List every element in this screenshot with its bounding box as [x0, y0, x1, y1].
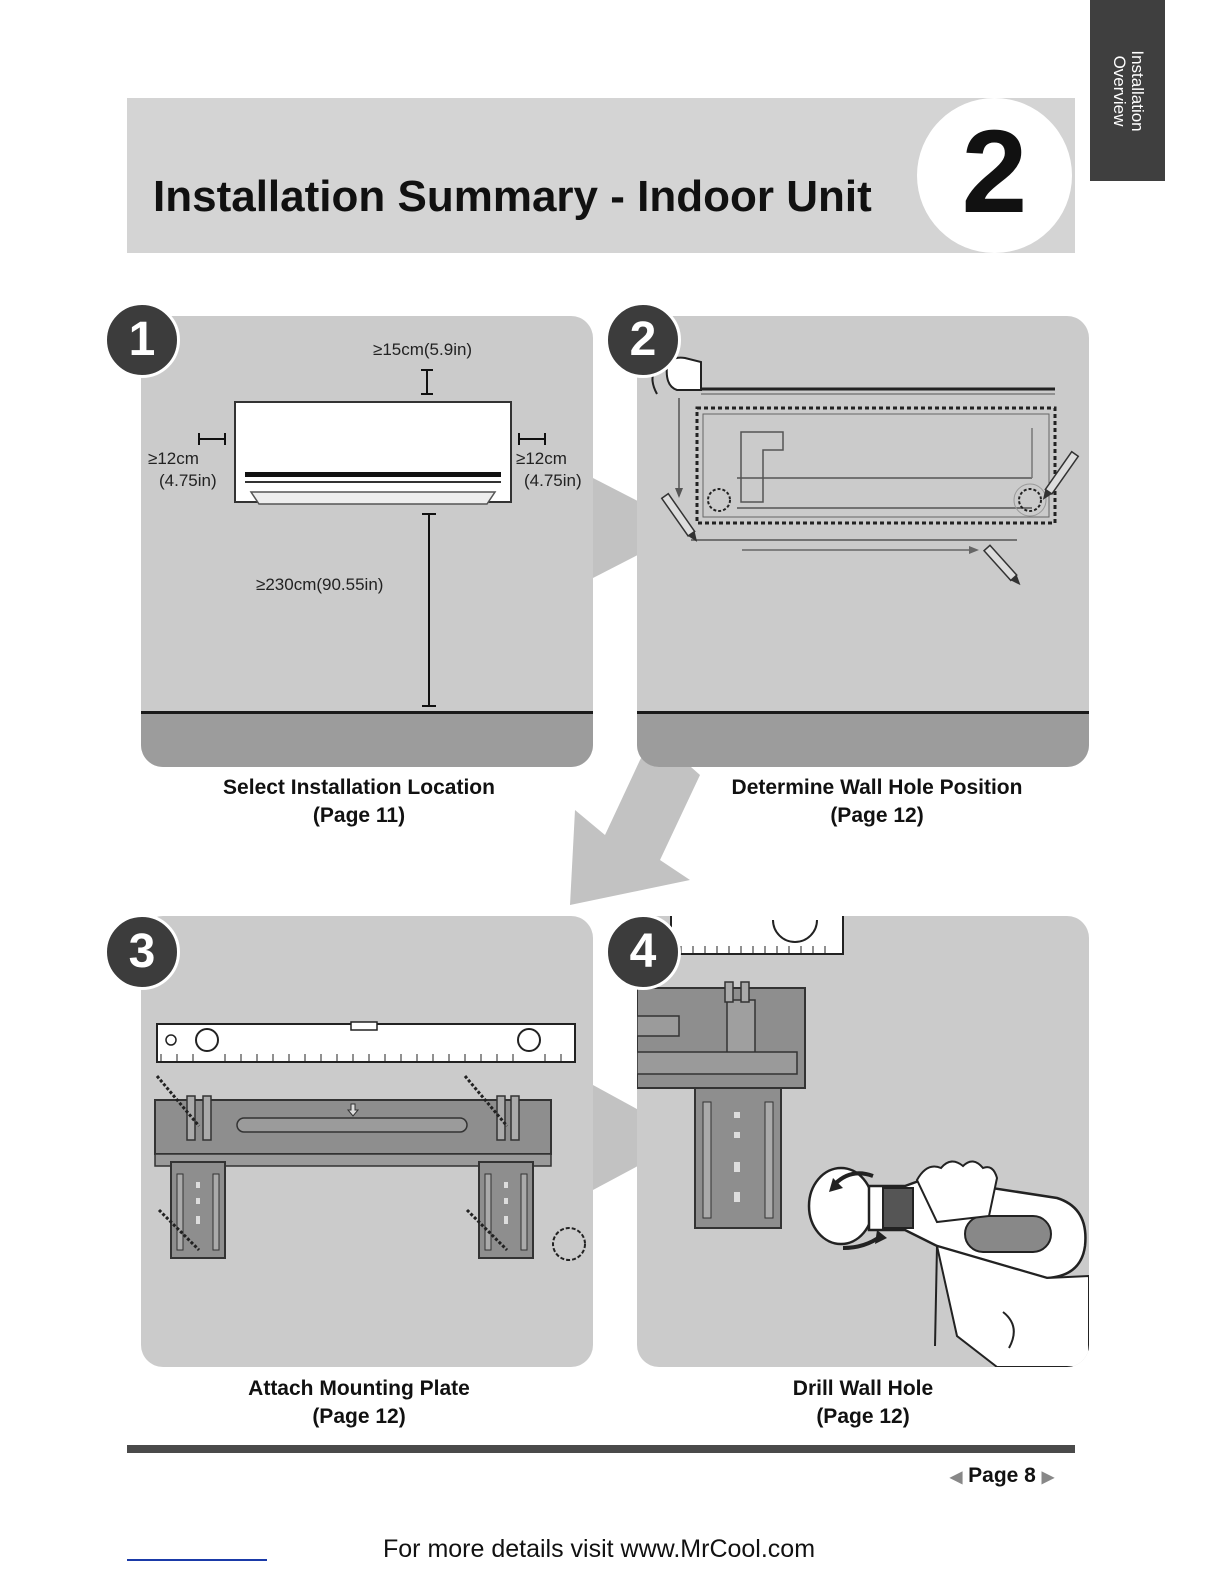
step2-caption-title: Determine Wall Hole Position	[731, 776, 1023, 799]
step1-panel	[141, 316, 593, 767]
step2-caption: Determine Wall Hole Position (Page 12)	[690, 774, 1064, 830]
step2-panel	[637, 316, 1089, 767]
clearance-right-label-1: ≥12cm	[516, 449, 567, 468]
step2-caption-page: (Page 12)	[830, 804, 924, 827]
step4-caption: Drill Wall Hole (Page 12)	[690, 1375, 1036, 1431]
step3-badge: 3	[104, 914, 180, 990]
clearance-right-label-2: (4.75in)	[524, 471, 582, 490]
chapter-circle	[917, 98, 1072, 253]
clearance-bottom-label: ≥230cm(90.55in)	[256, 575, 384, 594]
step1-badge: 1	[104, 302, 180, 378]
chapter-number: 2	[961, 106, 1028, 238]
step4-badge: 4	[605, 914, 681, 990]
drill-wall-hole-illustration	[637, 916, 1089, 1367]
clearance-left-label-1: ≥12cm	[148, 449, 199, 468]
step4-caption-page: (Page 12)	[816, 1405, 910, 1428]
step4-caption-title: Drill Wall Hole	[792, 1377, 934, 1400]
step3-caption-title: Attach Mounting Plate	[248, 1377, 470, 1400]
step2-badge: 2	[605, 302, 681, 378]
page-title: Installation Summary - Indoor Unit	[153, 172, 872, 221]
triangle-right-icon[interactable]: ▶	[1041, 1469, 1055, 1486]
section-side-tab: Installation Overview	[1090, 0, 1165, 181]
indoor-unit-clearance-illustration	[198, 369, 546, 707]
wall-hole-position-illustration	[651, 356, 1080, 586]
page-navigation: ◀ Page 8 ▶	[950, 1464, 1054, 1488]
step1-caption-title: Select Installation Location	[223, 776, 495, 799]
arrow-diagonal-2-to-3	[570, 735, 700, 905]
floor	[637, 711, 1089, 767]
step3-caption: Attach Mounting Plate (Page 12)	[141, 1375, 577, 1431]
floor	[141, 711, 593, 767]
more-details-link[interactable]: For more details visit www.MrCool.com	[383, 1535, 816, 1563]
footer-divider	[127, 1445, 1075, 1453]
triangle-left-icon[interactable]: ◀	[950, 1469, 963, 1486]
footnote-divider	[127, 1559, 267, 1561]
step4-panel	[637, 916, 1089, 1367]
step1-caption: Select Installation Location (Page 11)	[141, 774, 577, 830]
page-number: Page 8	[968, 1464, 1036, 1487]
step3-panel	[141, 916, 593, 1367]
step1-caption-page: (Page 11)	[312, 804, 406, 827]
clearance-top-label: ≥15cm(5.9in)	[373, 340, 473, 359]
step3-caption-page: (Page 12)	[312, 1405, 406, 1428]
mounting-plate-illustration	[154, 1021, 586, 1261]
clearance-left-label-2: (4.75in)	[159, 471, 217, 490]
